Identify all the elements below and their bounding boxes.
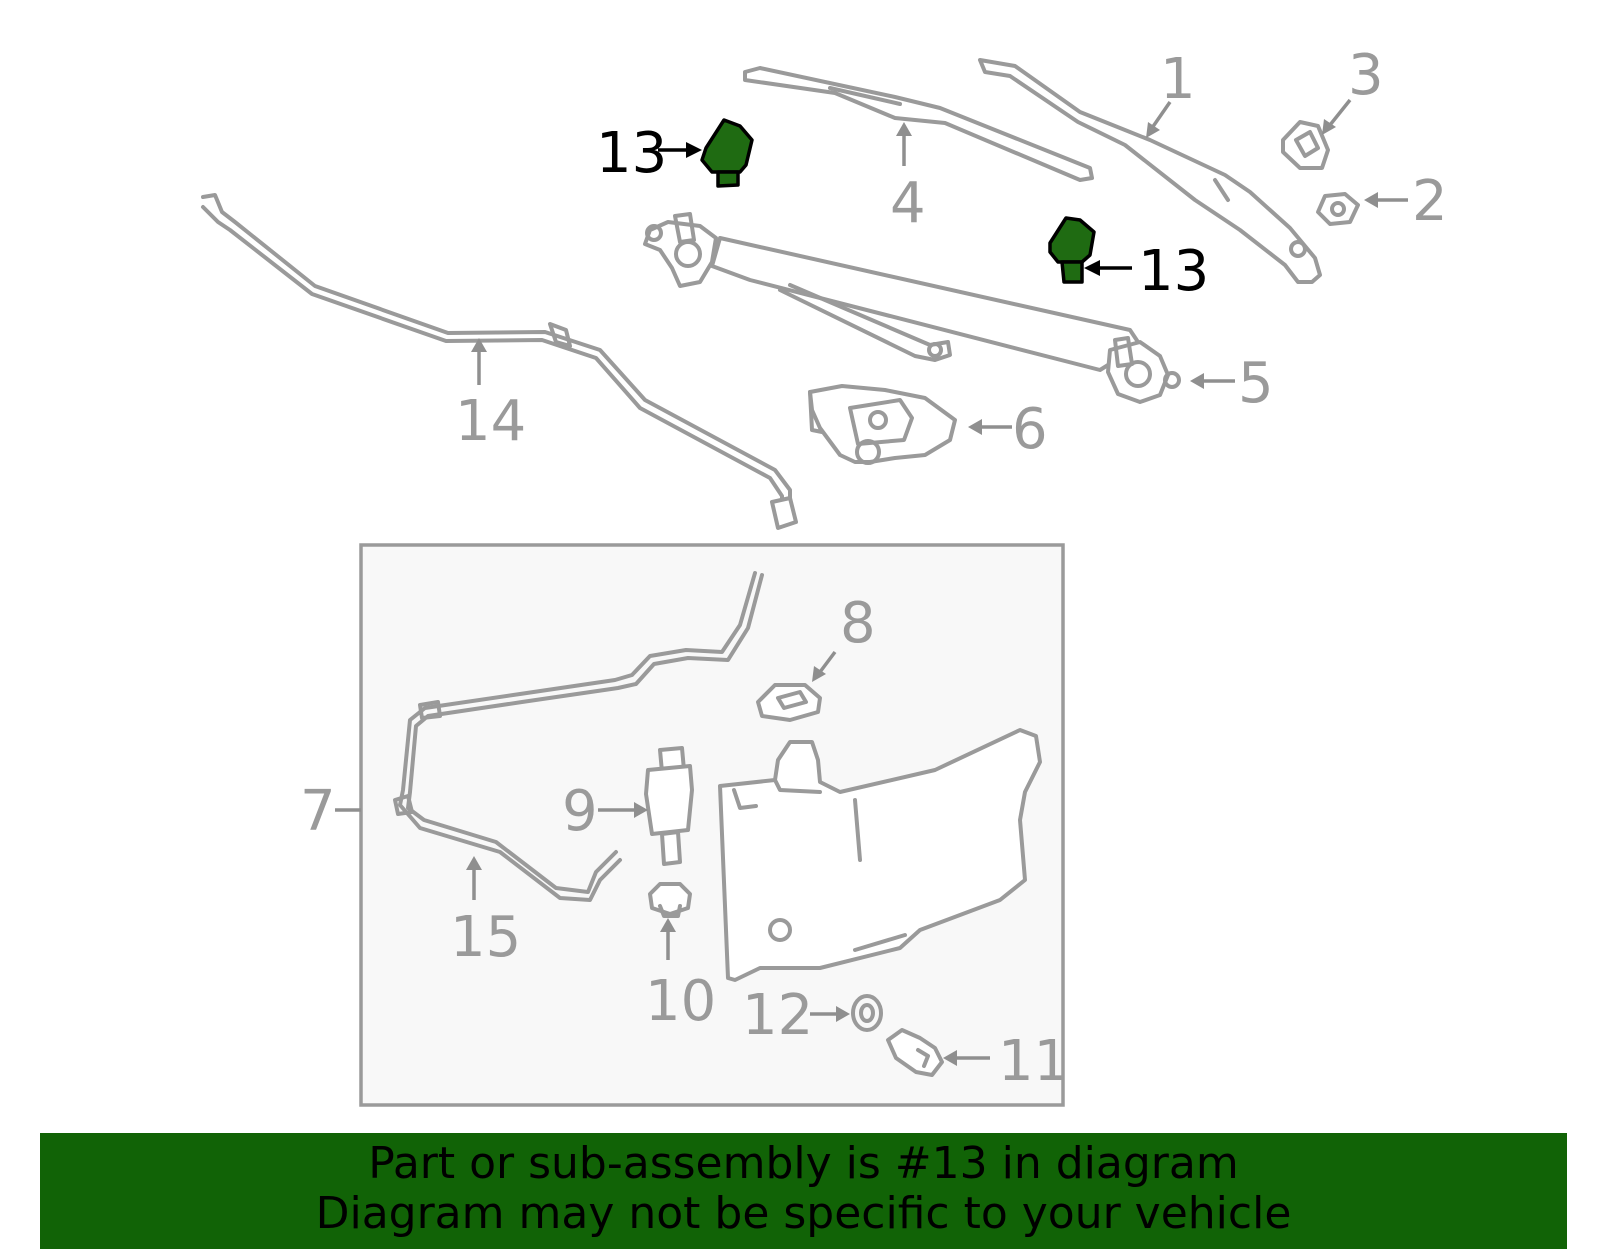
part-7-reservoir (718, 728, 1042, 982)
callout-3: 3 (1348, 43, 1384, 108)
part-4-wiper-blade (743, 66, 1094, 182)
callout-13-right: 13 (1138, 239, 1209, 304)
part-5-linkage (643, 212, 1181, 404)
part-3-cap (1281, 120, 1330, 170)
callout-arrows (335, 98, 1408, 1066)
part-13-washer-nozzle-left (700, 118, 754, 188)
part-9-pump (644, 746, 694, 866)
callout-15: 15 (450, 905, 521, 970)
callout-5: 5 (1238, 351, 1274, 416)
callout-6: 6 (1012, 397, 1048, 462)
footer-banner: Part or sub-assembly is #13 in diagram D… (40, 1133, 1567, 1249)
part-12-o-ring (851, 994, 883, 1032)
part-8-cap (756, 683, 822, 722)
footer-line-2: Diagram may not be specific to your vehi… (315, 1188, 1292, 1239)
part-14-hose (201, 193, 798, 530)
callout-12: 12 (742, 983, 813, 1048)
callout-14: 14 (455, 389, 526, 454)
part-15-hose (393, 571, 764, 902)
part-10-grommet (648, 882, 692, 918)
part-11-sensor (886, 1028, 944, 1077)
callout-10: 10 (645, 969, 716, 1034)
part-13-washer-nozzle-right (1048, 216, 1096, 284)
callout-13-left: 13 (596, 121, 667, 186)
part-2-nut (1316, 192, 1360, 226)
part-6-motor (808, 384, 957, 465)
callout-9: 9 (562, 779, 598, 844)
callout-8: 8 (840, 591, 876, 656)
callout-2: 2 (1412, 169, 1448, 234)
footer-line-1: Part or sub-assembly is #13 in diagram (368, 1138, 1239, 1189)
part-1-wiper-arm (978, 58, 1322, 284)
callout-11: 11 (998, 1029, 1069, 1094)
callout-4: 4 (890, 171, 926, 236)
callout-7: 7 (300, 779, 336, 844)
callout-1: 1 (1160, 47, 1196, 112)
